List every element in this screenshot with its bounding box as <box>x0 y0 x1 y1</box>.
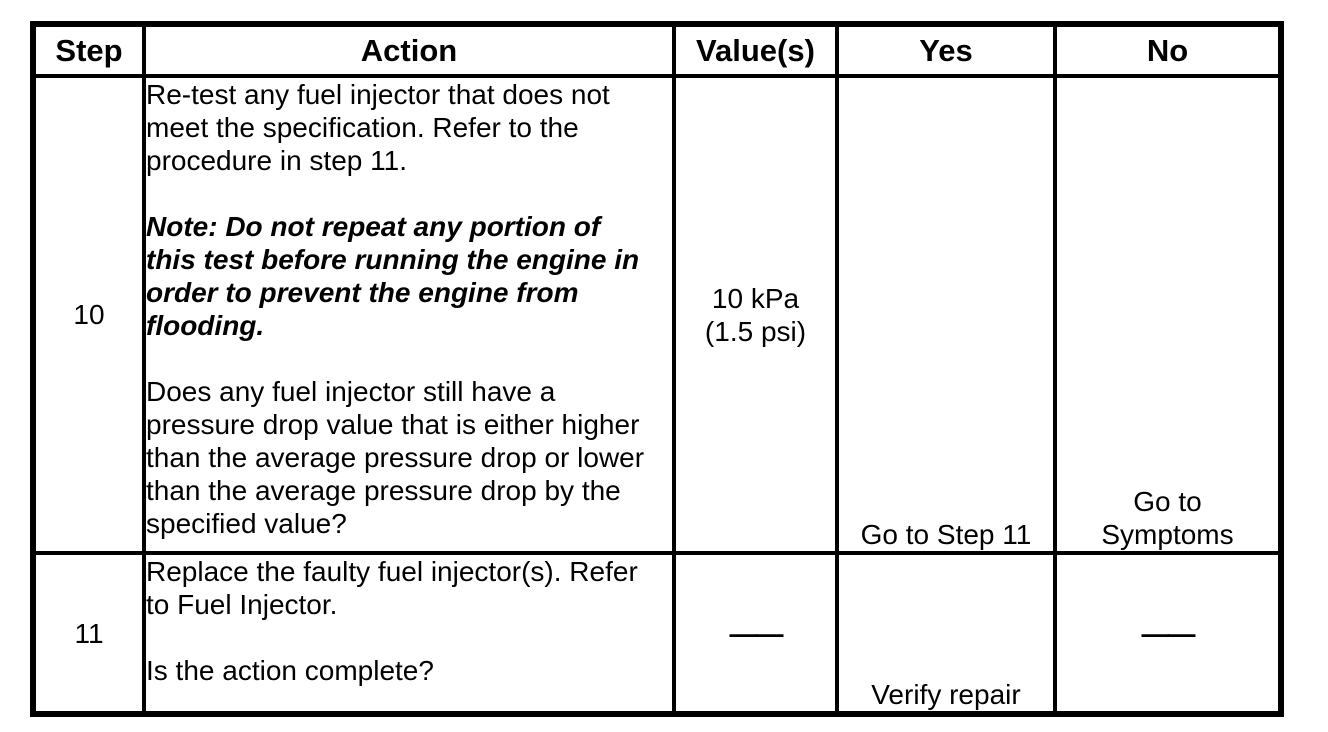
yes-cell: Go to Step 11 <box>835 74 1057 555</box>
table-row-step-11: 11 Replace the faulty fuel injector(s). … <box>31 551 1283 716</box>
header-yes: Yes <box>835 22 1057 78</box>
header-no: No <box>1053 22 1283 78</box>
yes-cell: Verify repair <box>835 551 1057 716</box>
step-number: 10 <box>31 74 146 555</box>
step-number: 11 <box>31 551 146 716</box>
value-cell-dash: —— <box>672 551 839 716</box>
table-row-step-10: 10 Re-test any fuel injector that does n… <box>31 74 1283 555</box>
value-cell: 10 kPa(1.5 psi) <box>672 74 839 555</box>
diagnostic-step-table: Step Action Value(s) Yes No 10 Re-test a… <box>30 21 1284 717</box>
header-row: Step Action Value(s) Yes No <box>31 22 1283 78</box>
action-paragraph: Replace the faulty fuel injector(s). Ref… <box>146 556 638 620</box>
action-question-paragraph: Is the action complete? <box>146 655 434 686</box>
action-cell: Replace the faulty fuel injector(s). Ref… <box>142 551 676 716</box>
no-cell-dash: —— <box>1053 551 1283 716</box>
header-action: Action <box>142 22 676 78</box>
header-step: Step <box>31 22 146 78</box>
header-values: Value(s) <box>672 22 839 78</box>
